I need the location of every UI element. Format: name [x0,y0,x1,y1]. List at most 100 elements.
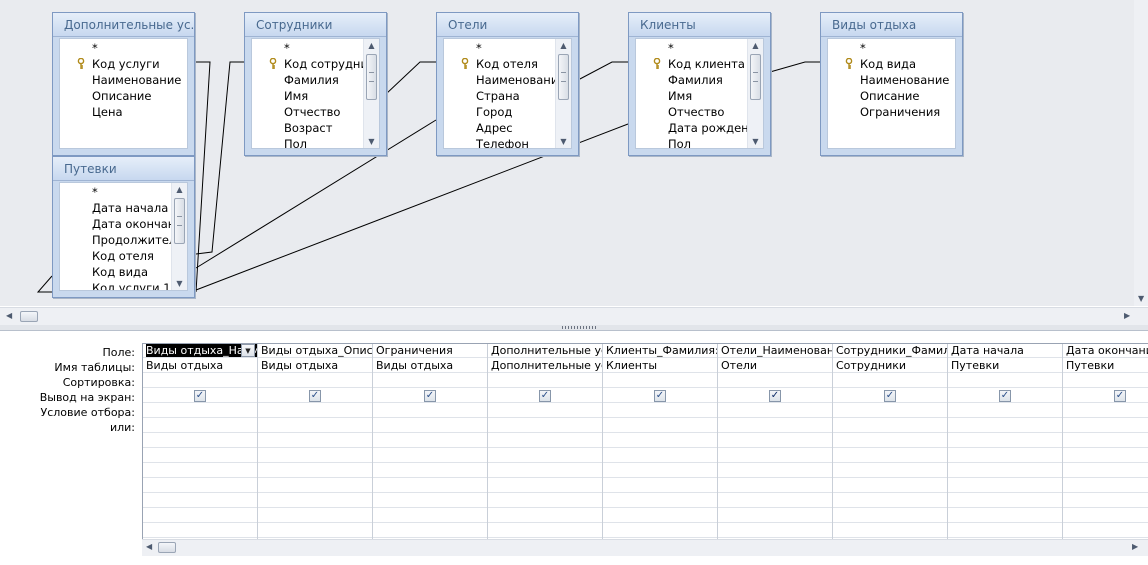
grid-cell[interactable] [833,494,947,508]
grid-cell[interactable] [1063,464,1148,478]
field-list[interactable]: * Код клиента Фамилия Имя Отчество Дата … [635,38,764,149]
grid-cell[interactable] [488,494,602,508]
checkbox-checked-icon[interactable]: ✓ [1114,390,1126,402]
grid-cell[interactable] [948,464,1062,478]
show-cell[interactable]: ✓ [1063,389,1148,403]
grid-cell[interactable] [143,509,257,523]
field-cell[interactable]: Клиенты_Фамилия: Фамилия [603,344,717,358]
scroll-right-icon[interactable]: ▶ [1132,542,1139,551]
sort-cell[interactable] [1063,374,1148,388]
grid-cell[interactable] [488,509,602,523]
grid-cell[interactable] [488,479,602,493]
grid-cell[interactable] [603,494,717,508]
grid-cell[interactable] [948,434,1062,448]
grid-cell[interactable] [948,449,1062,463]
table-cell[interactable]: Путевки [1063,359,1148,373]
grid-column[interactable]: Сотрудники_Фамилия Сотрудники ✓ [833,344,948,550]
grid-cell[interactable] [603,434,717,448]
checkbox-checked-icon[interactable]: ✓ [654,390,666,402]
show-cell[interactable]: ✓ [603,389,717,403]
field-list[interactable]: * Код отеля Наименование Страна Город Ад… [443,38,572,149]
grid-cell[interactable] [488,524,602,538]
criteria-cell[interactable] [488,404,602,418]
criteria-cell[interactable] [143,404,257,418]
grid-cell[interactable] [1063,524,1148,538]
grid-cell[interactable] [373,509,487,523]
grid-cell[interactable] [373,479,487,493]
grid-cell[interactable] [488,434,602,448]
scroll-down-icon[interactable]: ▼ [176,279,183,288]
grid-column[interactable]: Виды отдыха_Описание Виды отдыха ✓ [258,344,373,550]
grid-cell[interactable] [258,479,372,493]
sort-cell[interactable] [948,374,1062,388]
grid-cell[interactable] [1063,449,1148,463]
table-vacation-types[interactable]: Виды отдыха * Код вида Наименование Опис… [820,12,963,156]
field-list[interactable]: * Код услуги Наименование Описание Цена [59,38,188,149]
scroll-thumb[interactable] [750,54,761,100]
grid-cell[interactable] [1063,479,1148,493]
grid-column[interactable]: Дата начала Путевки ✓ [948,344,1063,550]
field-list[interactable]: * Код сотрудника Фамилия Имя Отчество Во… [251,38,380,149]
checkbox-checked-icon[interactable]: ✓ [309,390,321,402]
or-cell[interactable] [488,419,602,433]
diagram-horizontal-scrollbar[interactable]: ◀ ▶ [0,307,1148,327]
table-vouchers[interactable]: Путевки * Дата начала Дата окончания Про… [52,156,195,298]
table-title[interactable]: Путевки [53,157,194,181]
field-cell[interactable]: Сотрудники_Фамилия [833,344,947,358]
splitter-grip-icon[interactable] [562,326,596,329]
grid-column[interactable]: Клиенты_Фамилия: Фамилия Клиенты ✓ [603,344,718,550]
grid-cell[interactable] [948,509,1062,523]
grid-cell[interactable] [833,509,947,523]
criteria-cell[interactable] [718,404,832,418]
scroll-thumb[interactable] [174,198,185,244]
grid-cell[interactable] [718,509,832,523]
table-title[interactable]: Клиенты [629,13,770,37]
table-cell[interactable]: Виды отдыха [373,359,487,373]
sort-cell[interactable] [258,374,372,388]
grid-cell[interactable] [718,434,832,448]
grid-cell[interactable] [143,494,257,508]
or-cell[interactable] [718,419,832,433]
grid-cell[interactable] [373,464,487,478]
scroll-thumb[interactable] [158,542,176,553]
grid-cell[interactable] [143,464,257,478]
table-hotels[interactable]: Отели * Код отеля Наименование Страна Го… [436,12,579,156]
sort-cell[interactable] [488,374,602,388]
scroll-up-icon[interactable]: ▲ [176,185,183,194]
show-cell[interactable]: ✓ [488,389,602,403]
or-cell[interactable] [258,419,372,433]
grid-cell[interactable] [718,449,832,463]
grid-cell[interactable] [258,464,372,478]
grid-cell[interactable] [373,494,487,508]
scroll-up-icon[interactable]: ▲ [368,41,375,50]
show-cell[interactable]: ✓ [258,389,372,403]
checkbox-checked-icon[interactable]: ✓ [539,390,551,402]
grid-cell[interactable] [373,449,487,463]
table-cell[interactable]: Виды отдыха [143,359,257,373]
or-cell[interactable] [1063,419,1148,433]
scroll-right-icon[interactable]: ▶ [1124,311,1131,320]
grid-column[interactable]: Отели_Наименование Отели ✓ [718,344,833,550]
grid-column[interactable]: Виды отдыха_Наименование▼ Виды отдыха ✓ [143,344,258,550]
pane-splitter[interactable] [0,325,1148,330]
grid-horizontal-scrollbar[interactable]: ◀ ▶ [142,539,1148,556]
criteria-cell[interactable] [833,404,947,418]
sort-cell[interactable] [718,374,832,388]
grid-cell[interactable] [258,449,372,463]
table-title[interactable]: Сотрудники [245,13,386,37]
query-design-grid[interactable]: Поле: Имя таблицы: Сортировка: Вывод на … [0,330,1148,565]
grid-cell[interactable] [1063,494,1148,508]
table-cell[interactable]: Клиенты [603,359,717,373]
field-cell[interactable]: Дополнительные услуги [488,344,602,358]
grid-cell[interactable] [718,524,832,538]
field-list-scrollbar[interactable]: ▲ ▼ [555,39,571,148]
criteria-cell[interactable] [258,404,372,418]
grid-cell[interactable] [488,464,602,478]
grid-cell[interactable] [833,449,947,463]
table-title[interactable]: Виды отдыха [821,13,962,37]
table-cell[interactable]: Виды отдыха [258,359,372,373]
grid-cell[interactable] [833,464,947,478]
or-cell[interactable] [373,419,487,433]
grid-cell[interactable] [1063,434,1148,448]
or-cell[interactable] [948,419,1062,433]
